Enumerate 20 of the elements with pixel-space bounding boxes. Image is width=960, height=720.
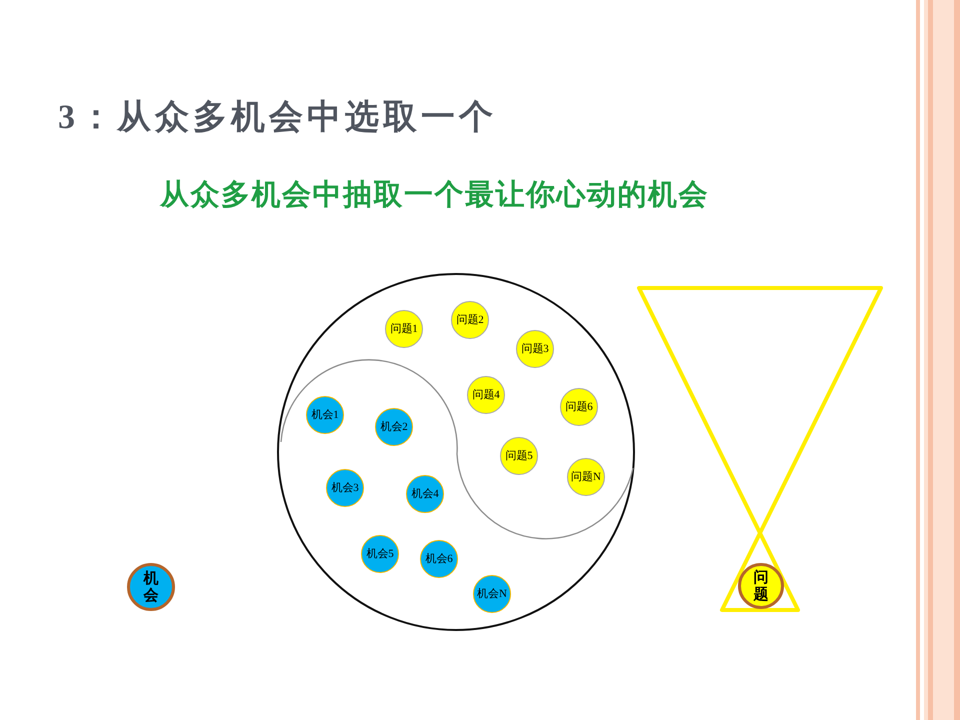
problem-circle: 问题: [738, 563, 784, 609]
problem-bubble: 问题1: [385, 310, 423, 348]
problem-bubble: 问题5: [500, 437, 538, 475]
hourglass-outline: [637, 286, 883, 612]
opportunity-bubble: 机会3: [326, 469, 364, 507]
opportunity-bubble: 机会4: [406, 475, 444, 513]
problem-bubble: 问题4: [467, 376, 505, 414]
opportunity-bubble: 机会2: [375, 408, 413, 446]
problem-bubble: 问题6: [560, 388, 598, 426]
opportunity-circle: 机会: [127, 563, 175, 611]
opportunity-bubble: 机会N: [473, 575, 511, 613]
opportunity-bubble: 机会1: [306, 396, 344, 434]
problem-bubble: 问题N: [567, 458, 605, 496]
opportunity-bubble: 机会6: [420, 540, 458, 578]
large-circle: [277, 273, 635, 631]
slide-title: 3：从众多机会中选取一个: [58, 98, 497, 138]
subtitle-text: 从众多机会中抽取一个最让你心动的机会: [160, 176, 709, 213]
opportunity-bubble: 机会5: [361, 535, 399, 573]
problem-bubble: 问题2: [451, 301, 489, 339]
problem-bubble: 问题3: [516, 330, 554, 368]
